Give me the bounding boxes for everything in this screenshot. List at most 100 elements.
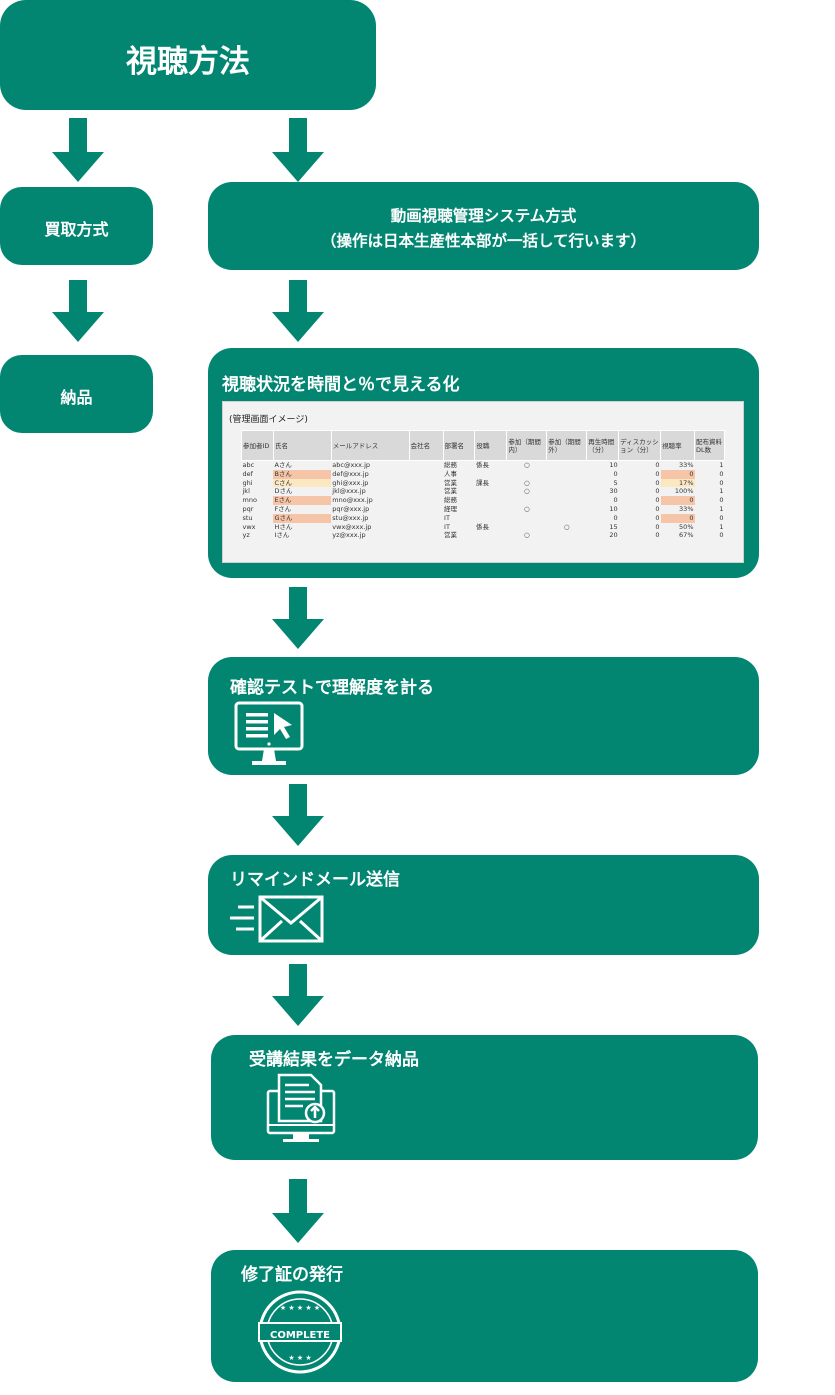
table-cell: 1 [719, 522, 724, 531]
table-cell: Iさん [274, 531, 290, 540]
column-header: ディスカッション（分） [618, 430, 662, 461]
table-cell: 1 [719, 487, 724, 496]
table-cell: 1 [719, 461, 724, 469]
table-row: yz Iさん yz@xxx.jp 営業 ○ 20 0 67% 0 [242, 531, 725, 540]
table-row: mno Eさん mno@xxx.jp 総務 0 0 0 0 [242, 496, 725, 505]
table-cell: IT [444, 522, 450, 531]
table-cell: abc@xxx.jp [332, 461, 371, 469]
table-cell [547, 461, 587, 470]
table-cell: Fさん [274, 504, 292, 513]
table-cell [475, 487, 507, 496]
column-header: メールアドレス [330, 430, 410, 461]
table-cell: 0 [655, 496, 660, 505]
table-cell: 0 [719, 496, 724, 505]
table-cell [409, 531, 443, 540]
table-cell: vwx@xxx.jp [332, 522, 372, 531]
remind-step-box: リマインドメール送信 [208, 855, 759, 955]
column-header: 参加（期間外） [546, 430, 588, 461]
system-method-box: 動画視聴管理システム方式 （操作は日本生産性本部が一括して行います） [208, 182, 759, 270]
table-cell: stu@xxx.jp [332, 513, 369, 522]
table-cell: 0 [655, 478, 660, 487]
data-upload-monitor-icon [266, 1073, 336, 1142]
table-cell: pqr@xxx.jp [332, 504, 370, 513]
table-cell [507, 470, 547, 479]
table-cell [475, 470, 507, 479]
table-cell: abc [242, 461, 255, 469]
table-cell: ○ [563, 522, 570, 531]
table-cell: IT [444, 513, 450, 522]
svg-text:★ ★ ★ ★ ★: ★ ★ ★ ★ ★ [280, 1304, 320, 1312]
table-cell: 0 [655, 522, 660, 531]
step-purchase-box: 買取方式 [0, 187, 153, 265]
table-cell: 0 [660, 513, 695, 523]
results-step-box: 受講結果をデータ納品 [211, 1035, 758, 1160]
table-cell: 15 [609, 522, 618, 531]
table-cell [409, 479, 443, 488]
table-cell: 33% [679, 504, 694, 513]
table-cell [475, 496, 507, 505]
table-row: vwx Hさん vwx@xxx.jp IT 係長 ○ 15 0 50% 1 [242, 523, 725, 532]
column-header: 参加（期間内） [506, 430, 548, 461]
table-cell [409, 487, 443, 496]
table-cell: ○ [523, 531, 530, 540]
table-cell: jkl@xxx.jp [332, 487, 366, 496]
arrow-down-icon [272, 1179, 324, 1243]
table-cell: Dさん [274, 487, 293, 496]
table-cell: 課長 [475, 478, 489, 487]
table-cell: yz [242, 531, 250, 540]
table-cell: stu [242, 513, 253, 522]
test-step-label: 確認テストで理解度を計る [230, 678, 434, 698]
table-cell [547, 505, 587, 514]
table-cell: jkl [242, 487, 250, 496]
table-cell: 0 [660, 496, 695, 505]
table-cell: 67% [679, 531, 694, 540]
test-step-box: 確認テストで理解度を計る [208, 657, 759, 775]
step-delivery-box: 納品 [0, 355, 153, 433]
viewing-status-table: 参加者ID 氏名 メールアドレス 会社名 部署名 役職 参加（期間内） 参加（期… [241, 430, 725, 540]
column-header: 会社名 [408, 430, 444, 461]
table-cell: mno [242, 496, 257, 505]
table-cell: ghi [242, 478, 253, 487]
column-header: 役職 [474, 430, 508, 461]
table-cell: 0 [613, 513, 618, 522]
arrow-down-icon [272, 784, 324, 846]
table-cell: Gさん [273, 513, 332, 523]
table-cell [507, 496, 547, 505]
table-cell: ghi@xxx.jp [332, 478, 369, 487]
arrow-down-icon [272, 587, 324, 649]
table-cell: 0 [655, 487, 660, 496]
svg-text:★ ★ ★: ★ ★ ★ [288, 1354, 311, 1362]
table-cell: ○ [523, 461, 530, 469]
certificate-step-label: 修了証の発行 [241, 1265, 343, 1285]
visualize-title: 視聴状況を時間と％で見える化 [222, 375, 460, 395]
table-cell: Hさん [274, 522, 293, 531]
table-cell: 50% [679, 522, 694, 531]
step-purchase-label: 買取方式 [44, 220, 109, 239]
table-cell: def@xxx.jp [332, 469, 369, 478]
table-cell: 1 [719, 504, 724, 513]
table-cell [475, 531, 507, 540]
table-cell: 営業 [444, 487, 458, 496]
table-cell: ○ [523, 478, 530, 487]
table-row: pqr Fさん pqr@xxx.jp 経理 ○ 10 0 33% 1 [242, 505, 725, 514]
table-cell: 0 [660, 469, 695, 479]
complete-badge-icon: ★ ★ ★ ★ ★ ★ ★ ★ [258, 1290, 342, 1374]
table-cell: 経理 [444, 504, 458, 513]
table-cell: 30 [609, 487, 618, 496]
table-cell: 総務 [444, 496, 458, 505]
table-cell [507, 514, 547, 523]
table-cell [409, 470, 443, 479]
table-row: stu Gさん stu@xxx.jp IT 0 0 0 0 [242, 513, 725, 523]
table-cell: 総務 [444, 461, 458, 469]
complete-badge-text: COMPLETE [270, 1330, 330, 1341]
certificate-step-box: 修了証の発行 ★ ★ ★ ★ ★ ★ ★ ★ COMPLETE [211, 1250, 758, 1382]
step-delivery-label: 納品 [60, 388, 93, 407]
table-cell: 営業 [444, 478, 458, 487]
table-cell [409, 461, 443, 470]
remind-step-label: リマインドメール送信 [230, 870, 400, 890]
table-cell: 0 [655, 504, 660, 513]
envelope-send-icon [230, 895, 324, 943]
table-cell [475, 505, 507, 514]
table-cell [409, 514, 443, 523]
screen-caption: (管理画面イメージ) [229, 415, 308, 425]
